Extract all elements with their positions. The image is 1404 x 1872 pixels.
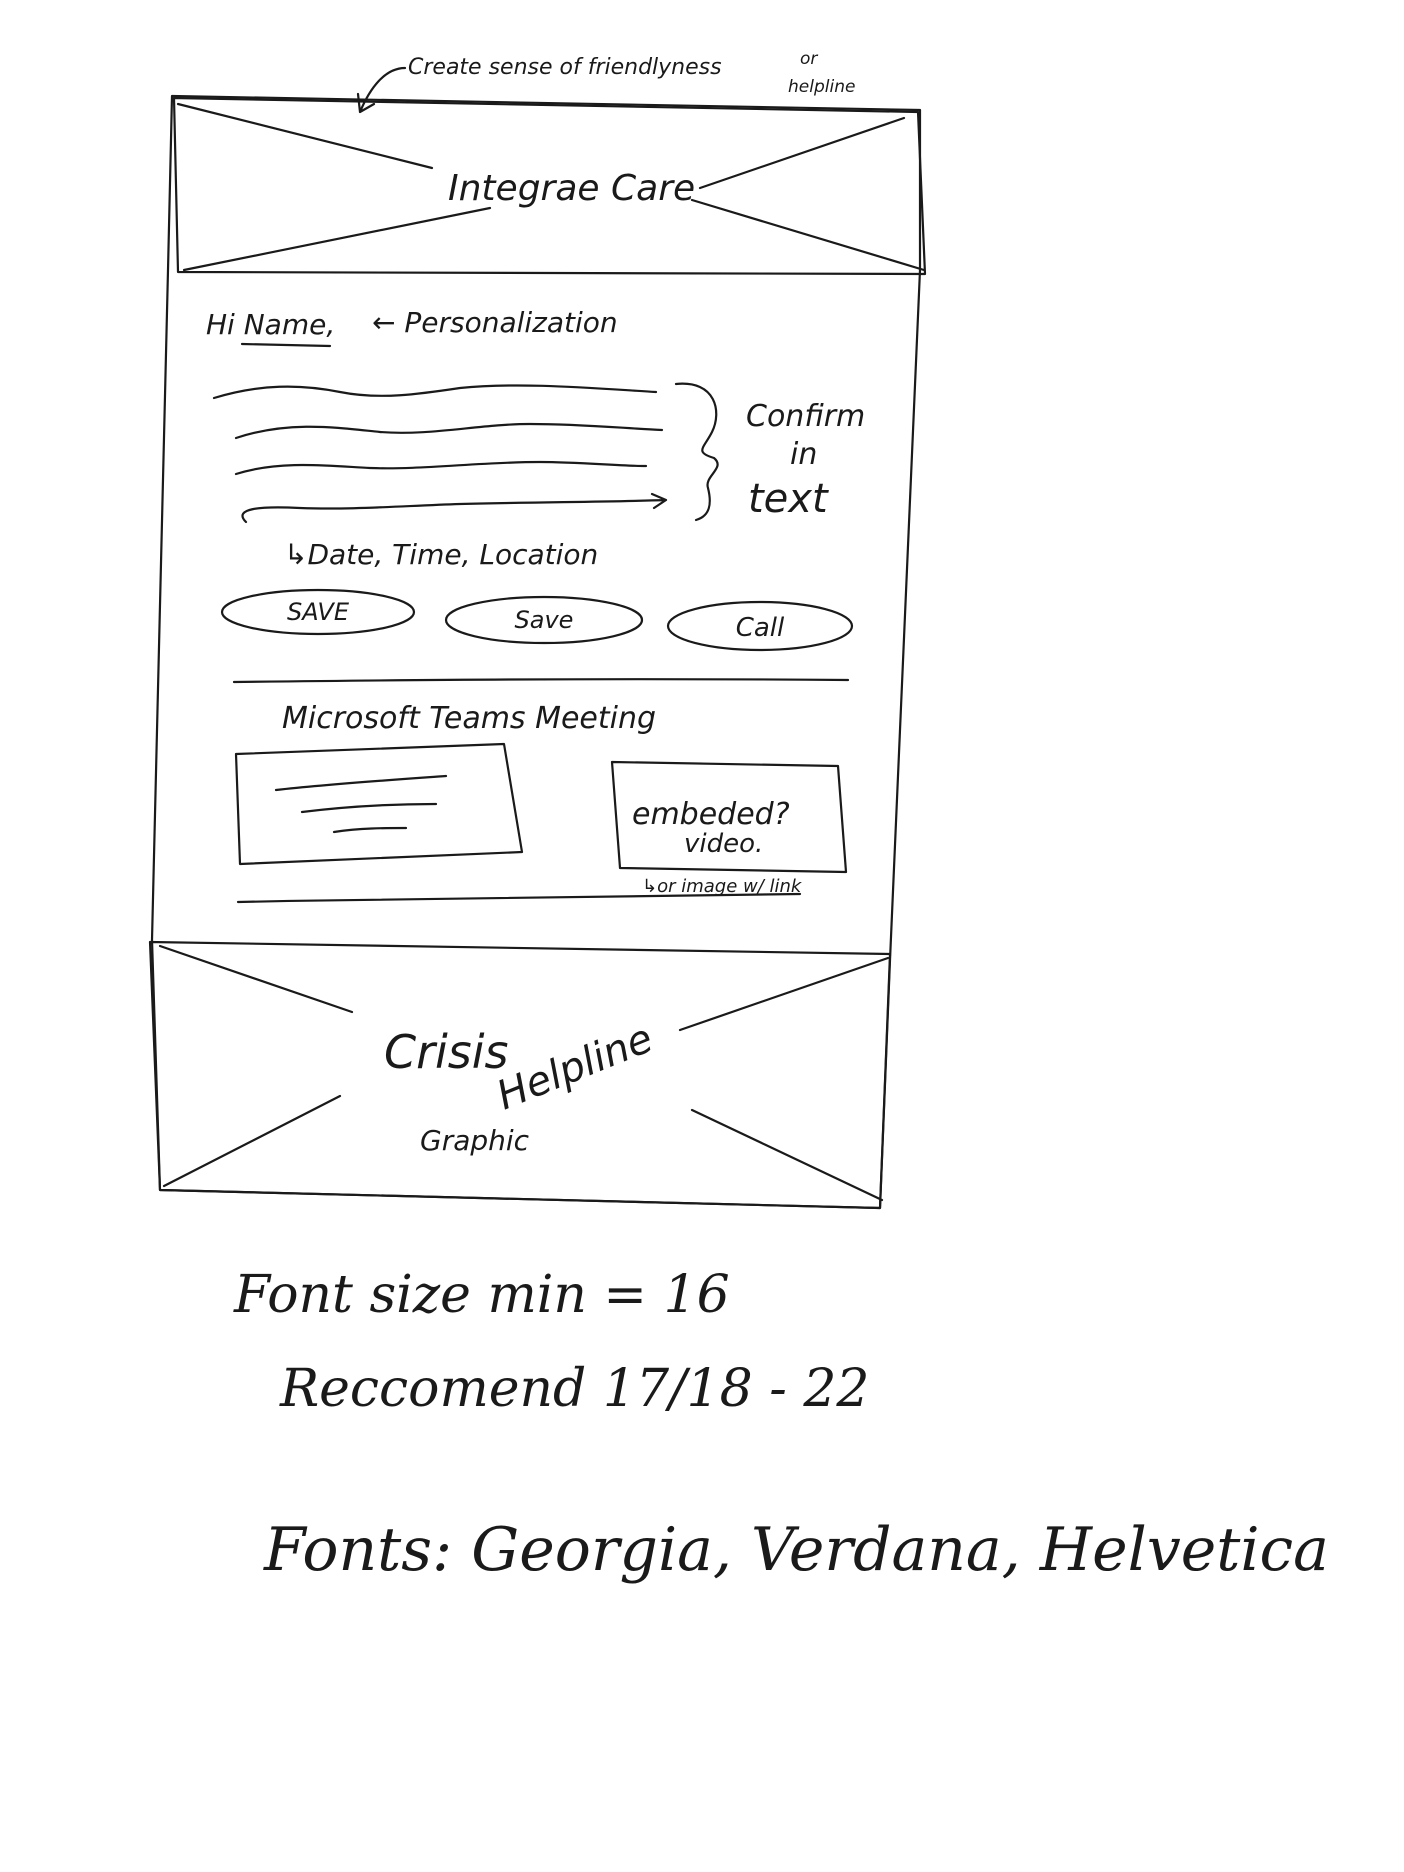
- footer-banner-word2: Helpline: [491, 1015, 660, 1119]
- footer-banner-word3: Graphic: [420, 1124, 530, 1157]
- text-line: [212, 384, 658, 400]
- annotation-text: Create sense of friendlyness: [408, 55, 722, 80]
- annotation-or: or: [800, 49, 818, 69]
- greeting-text: Hi Name,: [206, 308, 335, 341]
- footer-banner: Crisis Helpline Graphic: [148, 940, 892, 1210]
- header-banner: Integrae Care: [172, 96, 927, 276]
- footer-banner-cross-a: [158, 944, 884, 1202]
- footer-banner-frame: [148, 940, 892, 1210]
- top-annotation: Create sense of friendlyness or helpline: [356, 49, 855, 114]
- text-line: [234, 460, 648, 476]
- page-outline: [150, 94, 922, 1210]
- video-label-line1: embeded?: [632, 797, 790, 832]
- teams-section: Microsoft Teams Meeting embeded? video. …: [234, 701, 848, 904]
- button-outline: [666, 600, 854, 652]
- header-banner-frame: [172, 96, 927, 276]
- annotation-helpline: helpline: [788, 77, 855, 97]
- meeting-details-box: [234, 742, 524, 866]
- header-banner-cross-a: [176, 102, 926, 272]
- video-box: [610, 760, 848, 874]
- text-line: [332, 826, 408, 834]
- text-line: [234, 422, 664, 440]
- button-outline: [220, 588, 416, 636]
- fonts-note: Fonts: Georgia, Verdana, Helvetica: [263, 1515, 1329, 1585]
- call-button[interactable]: Call: [666, 600, 854, 652]
- button-outline: [444, 595, 644, 645]
- confirm-annotation-line1: Confirm: [746, 399, 865, 434]
- design-notes: Font size min = 16 Reccomend 17/18 - 22 …: [233, 1265, 1329, 1585]
- header-banner-title: Integrae Care: [448, 168, 695, 209]
- button-label: Call: [736, 613, 785, 643]
- confirm-annotation-line3: text: [748, 476, 829, 522]
- confirm-annotation-line2: in: [790, 437, 817, 472]
- button-label: Save: [515, 606, 574, 634]
- video-label-line2: video.: [684, 829, 763, 859]
- personalization-annotation: ← Personalization: [372, 306, 618, 339]
- curly-brace: [674, 382, 719, 522]
- confirmation-text-block: [212, 382, 719, 524]
- embedded-video-placeholder[interactable]: embeded? video.: [610, 760, 848, 874]
- button-label: SAVE: [287, 598, 350, 626]
- text-line: [300, 802, 438, 814]
- section-divider: [236, 892, 802, 904]
- font-size-note: Font size min = 16: [233, 1265, 730, 1325]
- save-button-2[interactable]: Save: [444, 595, 644, 645]
- footer-banner-cross-b: [162, 956, 890, 1188]
- video-alt-note: ↳or image w/ link: [642, 876, 803, 897]
- section-divider: [232, 678, 850, 684]
- appointment-details: ↳Date, Time, Location: [284, 538, 598, 571]
- text-line: [274, 774, 448, 792]
- greeting: Hi Name, ← Personalization: [206, 306, 618, 348]
- recommend-note: Reccomend 17/18 - 22: [279, 1359, 870, 1419]
- teams-section-title: Microsoft Teams Meeting: [282, 701, 656, 736]
- text-line: [241, 492, 668, 524]
- save-button-1[interactable]: SAVE: [220, 588, 416, 636]
- footer-banner-word1: Crisis: [384, 1025, 509, 1079]
- header-banner-cross-b: [182, 116, 906, 272]
- annotation-arrow: [356, 66, 407, 114]
- greeting-name-underline: [240, 342, 332, 348]
